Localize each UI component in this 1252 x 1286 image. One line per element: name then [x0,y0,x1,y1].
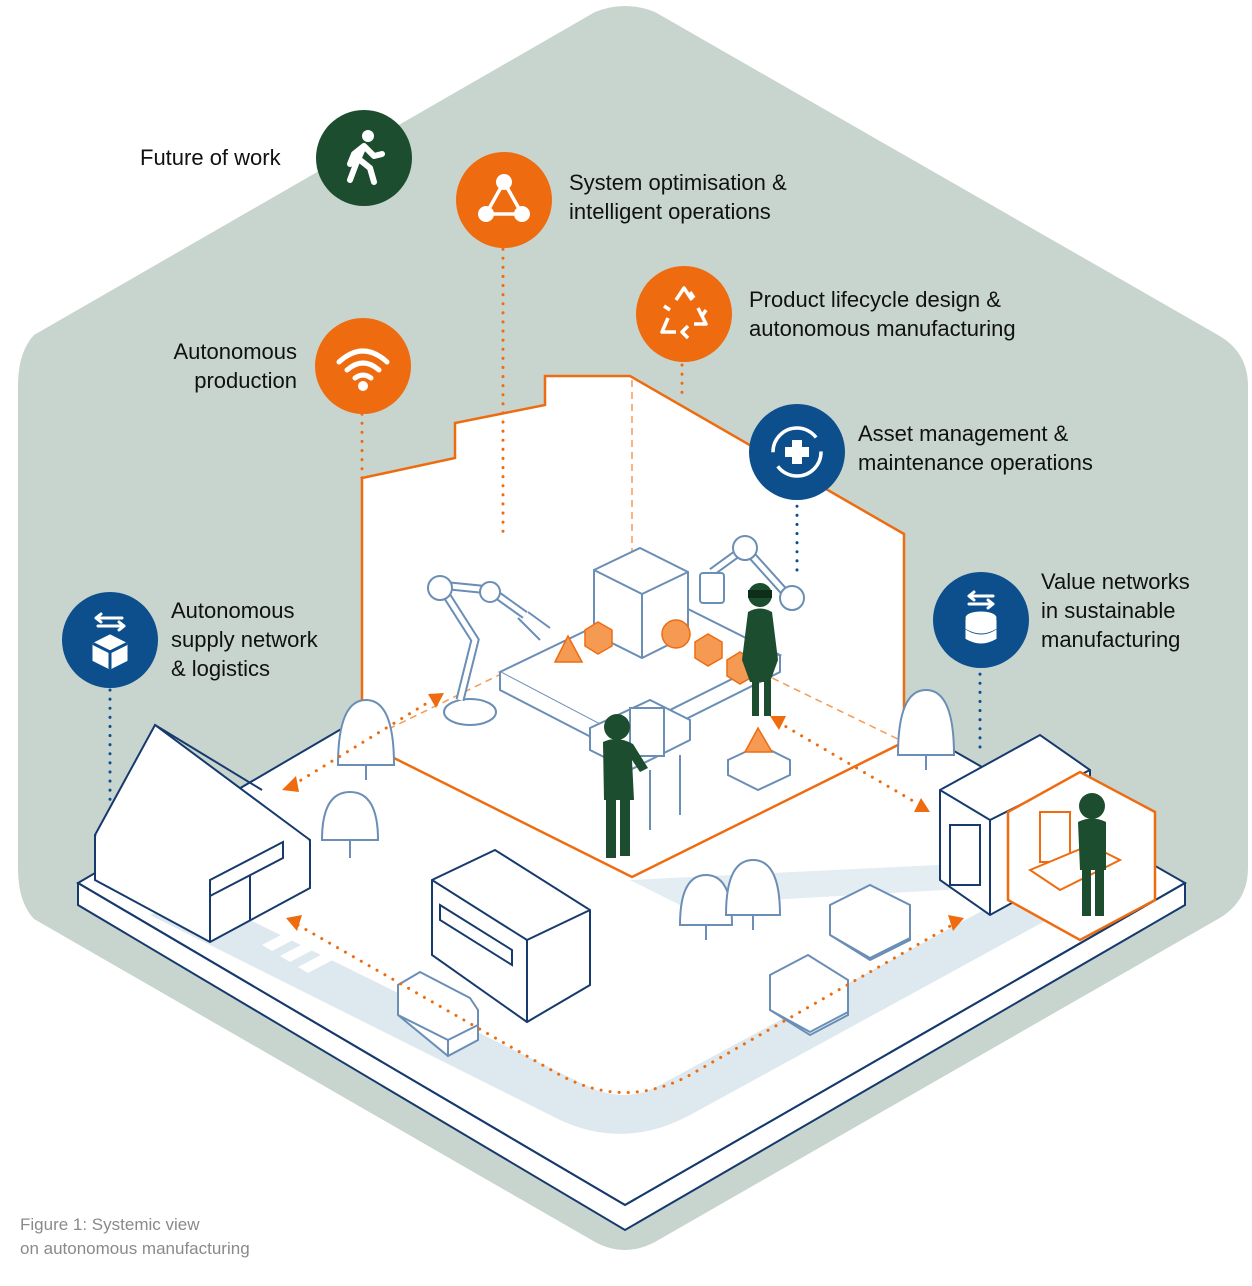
label-line: in sustainable [1041,598,1176,623]
label-line: production [194,368,297,393]
asset-management-node [749,404,845,500]
workstation-hexagon [1006,770,1157,942]
medical-cross-cycle-icon [771,426,823,478]
products [553,619,755,685]
worker-figure [603,714,648,858]
icon-connectors [108,238,982,807]
walking-person-icon [347,130,385,185]
label-line: Future of work [140,145,281,170]
supply-network-node [62,592,158,688]
label-supply-network: Autonomous supply network & logistics [171,596,318,683]
recycle-icon [660,286,708,340]
robot-arm-right [699,535,805,611]
label-line: Value networks [1041,569,1190,594]
label-line: System optimisation & [569,170,787,195]
label-line: maintenance operations [858,450,1093,475]
trees [320,688,956,940]
system-optimisation-node [456,152,552,248]
label-line: Asset management & [858,421,1069,446]
label-line: supply network [171,627,318,652]
label-line: Autonomous [173,339,297,364]
warehouse [94,723,311,944]
label-asset-management: Asset management & maintenance operation… [858,419,1093,477]
label-line: & logistics [171,656,271,681]
label-product-lifecycle: Product lifecycle design & autonomous ma… [749,285,1016,343]
figure-caption: Figure 1: Systemic view on autonomous ma… [20,1213,250,1261]
worker-with-headset [742,583,778,716]
label-line: Product lifecycle design & [749,287,1001,312]
label-value-networks: Value networks in sustainable manufactur… [1041,567,1190,654]
network-triangle-icon [478,174,530,222]
package-exchange-icon [92,612,128,670]
robot-arm-left [427,575,551,726]
arrow-heads [282,693,964,931]
label-line: intelligent operations [569,199,771,224]
caption-line: on autonomous manufacturing [20,1239,250,1258]
shop [431,848,591,1024]
label-line: manufacturing [1041,627,1181,652]
value-networks-node [933,572,1029,668]
data-storage-exchange-icon [965,590,997,644]
label-autonomous-production: Autonomous production [100,337,297,395]
caption-line: Figure 1: Systemic view [20,1215,200,1234]
product-lifecycle-node [636,266,732,362]
label-line: autonomous manufacturing [749,316,1016,341]
future-of-work-node [316,110,412,206]
label-future-of-work: Future of work [140,143,281,172]
label-line: Autonomous [171,598,295,623]
flow-arrows [291,698,954,1094]
autonomous-production-node [315,318,411,414]
label-system-optimisation: System optimisation & intelligent operat… [569,168,787,226]
wifi-icon [336,348,390,391]
agv-cart [727,726,791,792]
